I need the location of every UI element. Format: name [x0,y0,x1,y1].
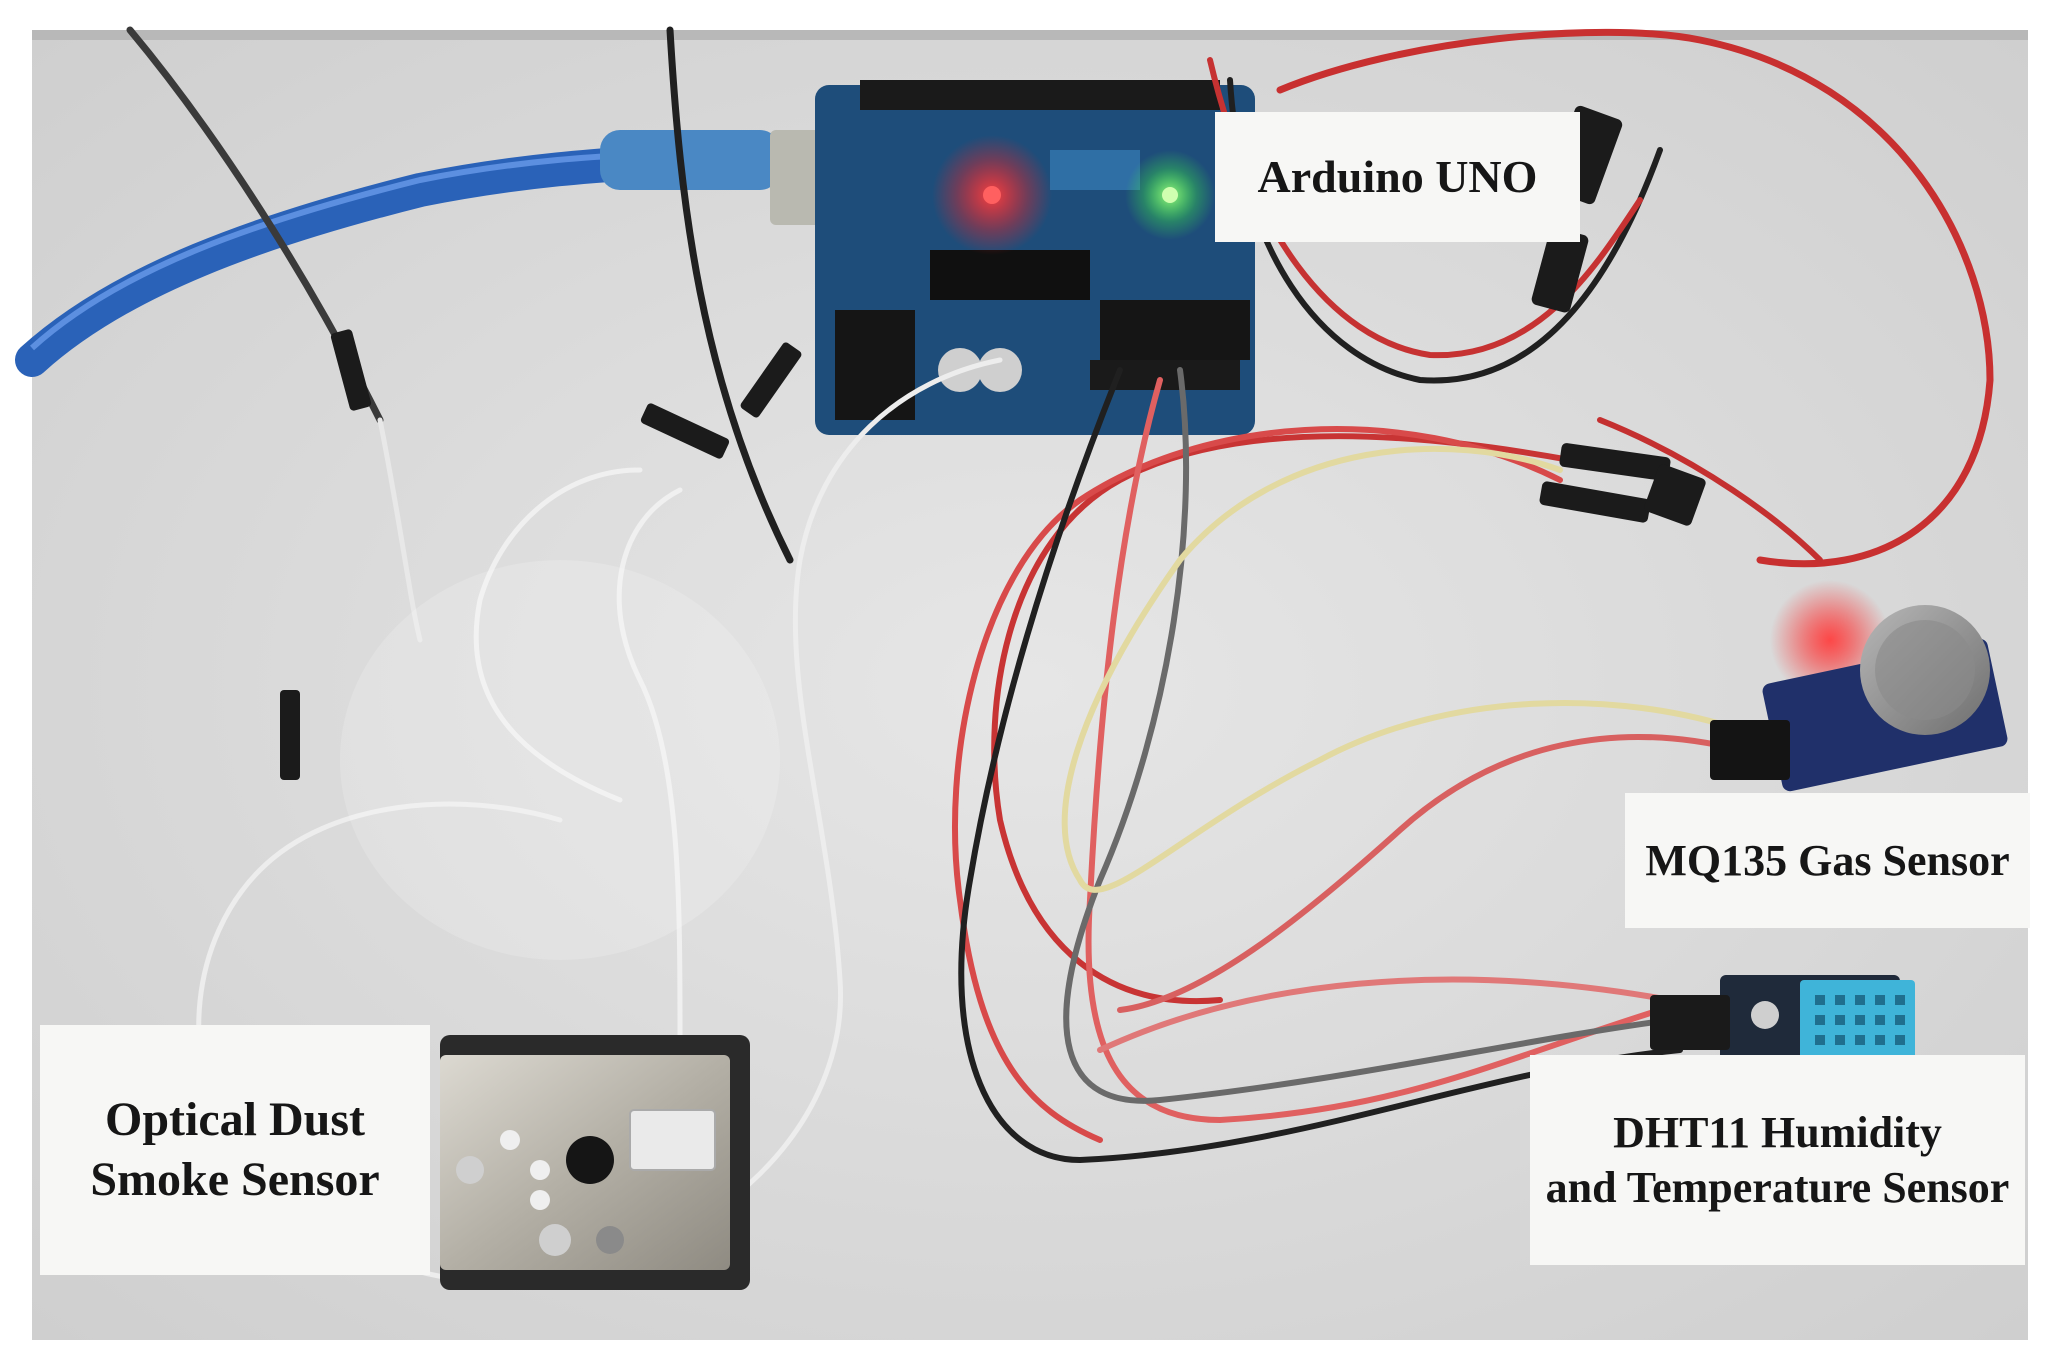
arduino-status-led [1162,187,1178,203]
dht11-sensor [1650,975,1915,1070]
arduino-uno-board [815,80,1255,435]
optical-dust-sensor [440,1035,750,1290]
frame-shadow-top [32,30,2028,40]
usb-cable-highlight [29,149,681,351]
arduino-power-led [983,186,1001,204]
label-dust-line-1: Optical Dust [104,1093,365,1146]
usb-cable [15,143,697,377]
usb-connector-sleeve [600,130,780,190]
label-dust-line-2: Smoke Sensor [90,1153,380,1206]
mq135-gas-sensor [1710,580,2008,792]
label-optical-dust-sensor: Optical Dust Smoke Sensor [40,1025,430,1275]
wires [126,26,1994,1284]
label-mq135-text: MQ135 Gas Sensor [1645,836,2010,885]
label-mq135-gas-sensor: MQ135 Gas Sensor [1625,793,2030,928]
label-arduino-uno: Arduino UNO [1215,112,1580,242]
label-dht11-line-1: DHT11 Humidity [1613,1108,1942,1157]
label-dht11-line-2: and Temperature Sensor [1545,1163,2010,1212]
label-arduino-uno-text: Arduino UNO [1257,151,1538,203]
label-dht11-sensor: DHT11 Humidity and Temperature Sensor [1530,1055,2025,1265]
plastic-bag-reflection [340,560,780,960]
